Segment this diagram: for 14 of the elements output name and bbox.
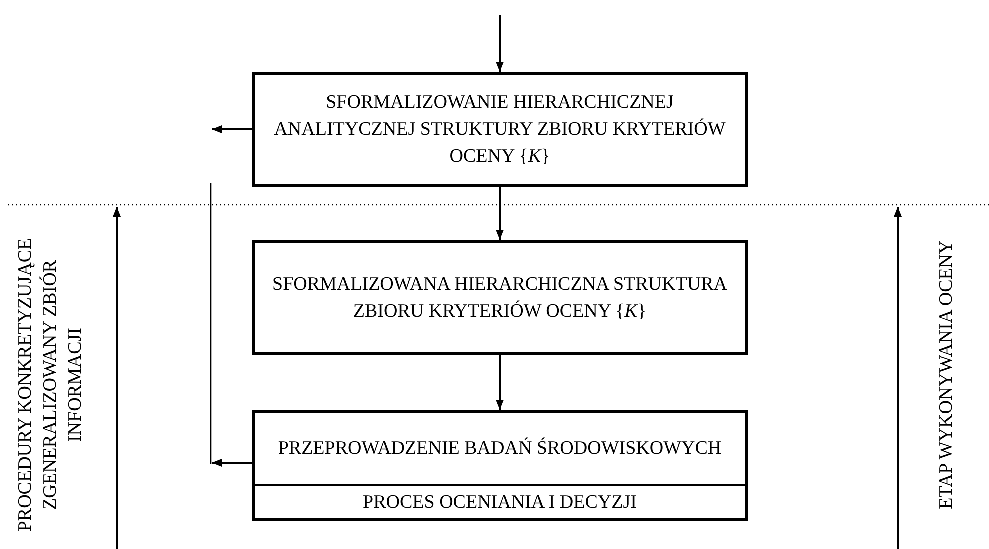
arrow	[496, 187, 504, 240]
arrow	[496, 15, 504, 72]
process-box	[252, 410, 748, 521]
process-box	[252, 72, 748, 187]
box-text: SFORMALIZOWANIE HIERARCHICZNEJ ANALITYCZNEJ STRUKTURY ZBIORU KRYTERIÓW OCENY {K}	[273, 91, 727, 169]
arrow	[212, 459, 252, 467]
box-text: SFORMALIZOWANA HIERARCHICZNA STRUKTURA ZBIORU KRYTERIÓW OCENY {K}	[272, 272, 728, 324]
side-label: ETAP WYKONYWANIA OCENY	[934, 240, 958, 510]
box-text: PROCES OCENIANIA I DECYZJI	[363, 490, 637, 514]
box-text: PRZEPROWADZENIE BADAŃ ŚRODOWISKOWYCH	[278, 436, 722, 461]
side-label: PROCEDURY KONKRETYZUJĄCE ZGENERALIZOWANY ZBIÓR INFORMACJI	[14, 237, 86, 534]
process-box	[252, 240, 748, 355]
arrow	[496, 355, 504, 410]
arrow	[212, 126, 252, 134]
